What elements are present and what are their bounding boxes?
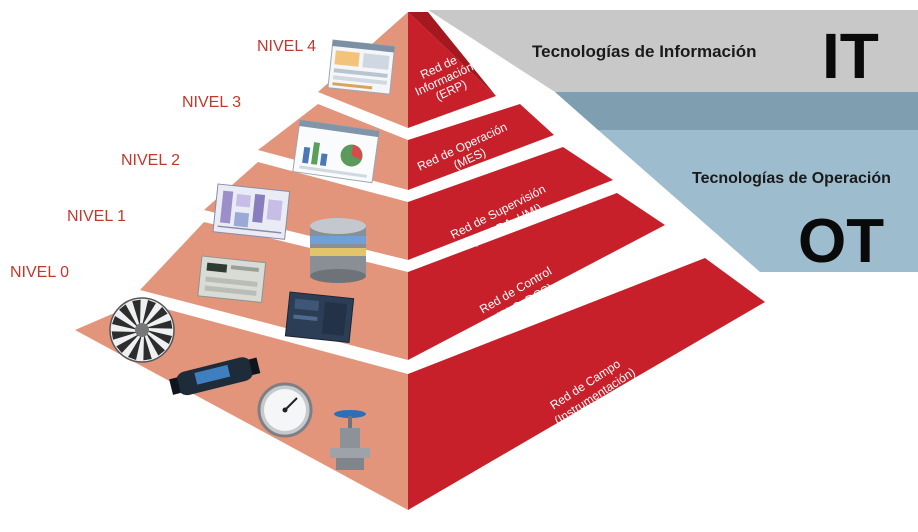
level-3-label: NIVEL 3 bbox=[182, 94, 241, 111]
level-4-band-shade bbox=[408, 12, 496, 96]
level-2-label: NIVEL 2 bbox=[121, 152, 180, 169]
ot-panel bbox=[598, 130, 918, 272]
mes-chart-window-icon bbox=[292, 119, 380, 184]
ot-panel-label: Tecnologías de Operación bbox=[692, 170, 891, 187]
level-0-band bbox=[408, 258, 765, 510]
database-cylinder-icon bbox=[310, 218, 366, 283]
level-2-band bbox=[408, 147, 613, 260]
level-0-label: NIVEL 0 bbox=[10, 264, 69, 281]
level-4-label: NIVEL 4 bbox=[257, 38, 316, 55]
scada-screen-icon bbox=[212, 183, 291, 240]
plc-module-icon bbox=[284, 291, 355, 343]
it-panel bbox=[428, 10, 918, 92]
valve-icon bbox=[330, 410, 370, 470]
level-1-band bbox=[408, 193, 665, 360]
level-4-band bbox=[408, 12, 496, 128]
plc-unit-icon bbox=[197, 255, 267, 304]
it-panel-label: Tecnologías de Información bbox=[532, 42, 757, 61]
level-1-label: NIVEL 1 bbox=[67, 208, 126, 225]
it-abbreviation: IT bbox=[822, 20, 879, 92]
pressure-gauge-icon bbox=[257, 382, 313, 438]
ot-abbreviation: OT bbox=[798, 207, 884, 276]
level-3-band bbox=[408, 104, 554, 190]
it-ot-transition bbox=[555, 92, 918, 130]
flowmeter-icon bbox=[169, 357, 261, 396]
fan-impeller-icon bbox=[109, 297, 175, 363]
erp-dashboard-icon bbox=[327, 39, 396, 95]
